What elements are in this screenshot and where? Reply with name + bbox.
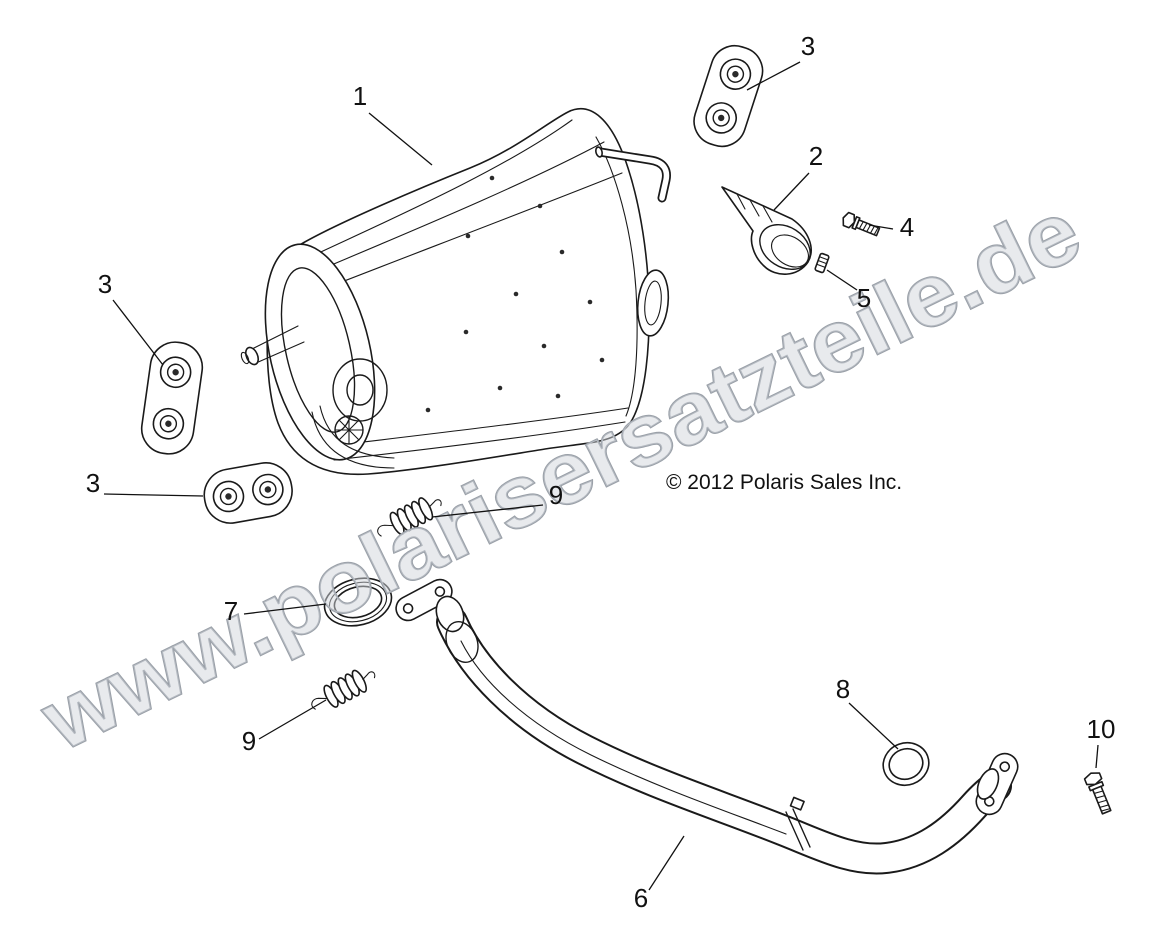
exhaust-gasket xyxy=(323,577,393,627)
bolt-part-4 xyxy=(842,211,881,237)
callout-3-upper: 3 xyxy=(801,31,815,61)
callout-leaders xyxy=(103,61,1099,891)
leader-9-upper xyxy=(431,504,544,518)
head-pipe xyxy=(395,578,1019,875)
muffler-mount-upper xyxy=(693,44,764,148)
callout-2: 2 xyxy=(809,141,823,171)
bolt-part-10 xyxy=(1083,772,1112,815)
leader-3-lower xyxy=(103,493,204,497)
head-pipe-upper-flange xyxy=(395,578,453,622)
screw-part-5 xyxy=(814,252,830,274)
callout-9-lower: 9 xyxy=(242,726,256,756)
callout-8: 8 xyxy=(836,674,850,704)
spring-upper xyxy=(377,497,442,537)
callout-6: 6 xyxy=(634,883,648,913)
o-ring xyxy=(882,741,930,787)
callout-7: 7 xyxy=(224,596,238,626)
muffler-mount-left xyxy=(140,341,204,455)
muffler-mount-lower xyxy=(203,462,293,524)
muffler-hanger-rod xyxy=(595,146,671,203)
leader-3-upper xyxy=(746,61,801,91)
leader-3-left xyxy=(112,299,164,366)
callout-4: 4 xyxy=(900,212,914,242)
spring-lower xyxy=(311,669,376,710)
callout-10: 10 xyxy=(1087,714,1116,744)
callout-3-lower: 3 xyxy=(86,468,100,498)
callout-labels: 3 1 2 4 5 3 3 9 7 9 8 10 6 xyxy=(86,31,1116,913)
leader-2 xyxy=(773,172,810,211)
leader-1 xyxy=(368,112,433,166)
leader-5 xyxy=(826,269,858,291)
callout-5: 5 xyxy=(857,283,871,313)
leader-9-lower xyxy=(258,699,327,740)
leader-10 xyxy=(1095,744,1099,769)
callout-9-upper: 9 xyxy=(549,480,563,510)
muffler-inlet-pipe xyxy=(240,325,305,366)
copyright-text: © 2012 Polaris Sales Inc. xyxy=(666,471,902,494)
leader-4 xyxy=(868,224,894,230)
leader-7 xyxy=(243,603,327,615)
callout-3-left: 3 xyxy=(98,269,112,299)
leader-8 xyxy=(848,702,899,750)
leader-6 xyxy=(648,835,685,891)
callout-1: 1 xyxy=(353,81,367,111)
spark-arrestor-tip xyxy=(721,186,812,275)
muffler-silencer xyxy=(240,108,671,476)
